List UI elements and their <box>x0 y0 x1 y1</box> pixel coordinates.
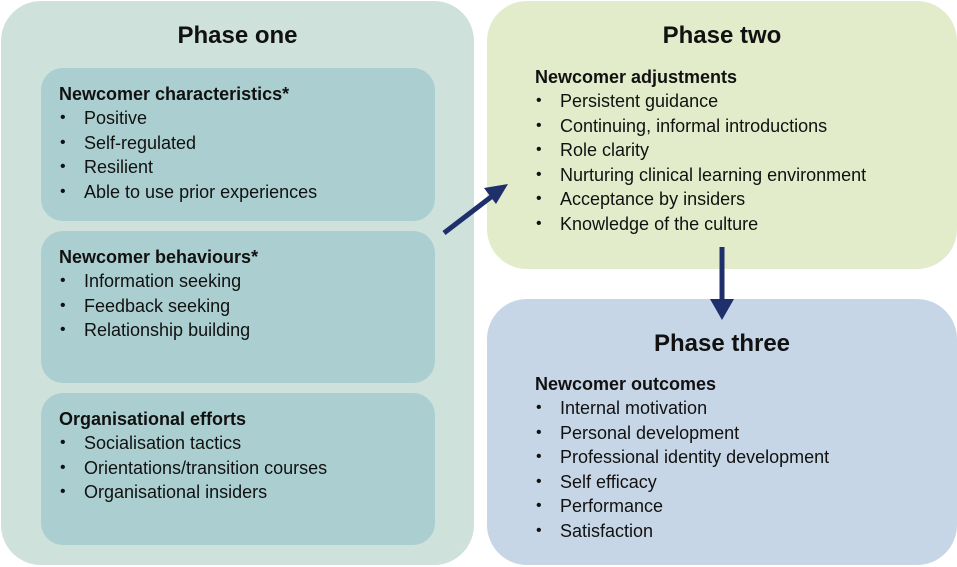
bullet-icon: • <box>536 92 542 109</box>
arrow-phase-two-to-three <box>710 247 734 320</box>
phase-two-panel: Phase two Newcomer adjustments • Persiste… <box>487 1 957 269</box>
arrow-shaft <box>442 195 493 235</box>
item-label: Self-regulated <box>84 132 197 153</box>
list-item: • Feedback seeking <box>59 294 435 319</box>
list-item: • Role clarity <box>535 138 866 163</box>
bullet-icon: • <box>536 521 542 539</box>
item-label: Information seeking <box>84 271 242 291</box>
list-item: • Personal development <box>535 421 829 446</box>
item-label: Organisational insiders <box>84 482 268 503</box>
bullet-icon: • <box>536 497 542 515</box>
item-label: Knowledge of the culture <box>560 213 759 234</box>
item-label: Internal motivation <box>560 398 708 418</box>
list-item: • Knowledge of the culture <box>535 212 866 237</box>
bullet-icon: • <box>60 483 66 501</box>
group-heading: Newcomer characteristics* <box>59 84 290 104</box>
bullet-icon: • <box>536 116 542 134</box>
item-label: Feedback seeking <box>84 295 231 316</box>
item-label: Satisfaction <box>560 520 654 541</box>
newcomer-adjustments-section: Newcomer adjustments • Persistent guidanc… <box>535 65 866 237</box>
list-item: • Resilient <box>59 155 435 180</box>
bullet-icon: • <box>60 321 66 339</box>
list-item: • Satisfaction <box>535 519 829 544</box>
list-item: • Nurturing clinical learning environment <box>535 163 866 188</box>
item-label: Nurturing clinical learning environment <box>560 164 867 185</box>
item-label: Relationship building <box>84 320 251 341</box>
list-item: • Relationship building <box>59 318 435 343</box>
bullet-icon: • <box>536 190 542 208</box>
list-item: • Positive <box>59 106 435 131</box>
phase-one-panel: Phase one Newcomer characteristics* • Pos… <box>1 1 474 565</box>
bullet-icon: • <box>60 434 66 451</box>
item-list: • Information seeking • Feedback seeking •… <box>59 269 435 343</box>
item-label: Orientations/transition courses <box>84 457 328 478</box>
item-label: Persistent guidance <box>560 91 719 111</box>
bullet-icon: • <box>60 272 66 289</box>
list-item: • Self-regulated <box>59 131 435 156</box>
list-item: • Orientations/transition courses <box>59 456 435 481</box>
list-item: • Able to use prior experiences <box>59 180 435 205</box>
bullet-icon: • <box>60 109 66 126</box>
phase-three-panel: Phase three Newcomer outcomes • Internal … <box>487 299 957 565</box>
item-label: Socialisation tactics <box>84 433 242 453</box>
item-list: • Socialisation tactics • Orientations/tra… <box>59 431 435 505</box>
item-label: Continuing, informal introductions <box>560 115 828 136</box>
bullet-icon: • <box>536 423 542 441</box>
group-heading: Newcomer behaviours* <box>59 247 259 267</box>
phase-three-title: Phase three <box>653 330 791 357</box>
list-item: • Persistent guidance <box>535 89 866 114</box>
list-item: • Performance <box>535 494 829 519</box>
group-heading: Organisational efforts <box>59 409 247 429</box>
item-label: Acceptance by insiders <box>560 189 746 210</box>
phase-two-title: Phase two <box>662 22 782 49</box>
newcomer-outcomes-section: Newcomer outcomes • Internal motivation •… <box>535 372 829 544</box>
item-list: • Persistent guidance • Continuing, inform… <box>535 89 866 237</box>
arrow-head-icon <box>710 299 734 320</box>
bullet-icon: • <box>60 158 66 176</box>
item-label: Professional identity development <box>560 447 830 468</box>
item-list: • Internal motivation • Personal developme… <box>535 396 829 544</box>
list-item: • Continuing, informal introductions <box>535 114 866 139</box>
list-item: • Organisational insiders <box>59 480 435 505</box>
bullet-icon: • <box>536 165 542 183</box>
bullet-icon: • <box>536 141 542 159</box>
list-item: • Professional identity development <box>535 445 829 470</box>
bullet-icon: • <box>536 399 542 416</box>
bullet-icon: • <box>60 458 66 476</box>
bullet-icon: • <box>536 472 542 490</box>
bullet-icon: • <box>536 448 542 466</box>
newcomer-behaviours-box: Newcomer behaviours* • Information seekin… <box>41 231 435 383</box>
phase-one-title: Phase one <box>177 22 298 49</box>
bullet-icon: • <box>536 214 542 232</box>
list-item: • Information seeking <box>59 269 435 294</box>
item-label: Positive <box>84 108 148 128</box>
arrow-phase-one-to-two <box>442 184 508 235</box>
item-label: Able to use prior experiences <box>84 181 318 202</box>
list-item: • Self efficacy <box>535 470 829 495</box>
bullet-icon: • <box>60 182 66 200</box>
newcomer-characteristics-box: Newcomer characteristics* • Positive • Sel… <box>41 68 435 221</box>
bullet-icon: • <box>60 133 66 151</box>
item-label: Role clarity <box>560 140 650 161</box>
arrow-head-icon <box>484 184 508 204</box>
organisational-efforts-box: Organisational efforts • Socialisation ta… <box>41 393 435 545</box>
item-label: Performance <box>560 496 664 517</box>
item-label: Personal development <box>560 422 740 443</box>
item-label: Resilient <box>84 157 154 178</box>
item-label: Self efficacy <box>560 471 657 492</box>
item-list: • Positive • Self-regulated • Resilient • Ab… <box>59 106 435 204</box>
list-item: • Socialisation tactics <box>59 431 435 456</box>
list-item: • Acceptance by insiders <box>535 187 866 212</box>
bullet-icon: • <box>60 296 66 314</box>
group-heading: Newcomer adjustments <box>535 67 738 87</box>
list-item: • Internal motivation <box>535 396 829 421</box>
group-heading: Newcomer outcomes <box>535 374 717 394</box>
